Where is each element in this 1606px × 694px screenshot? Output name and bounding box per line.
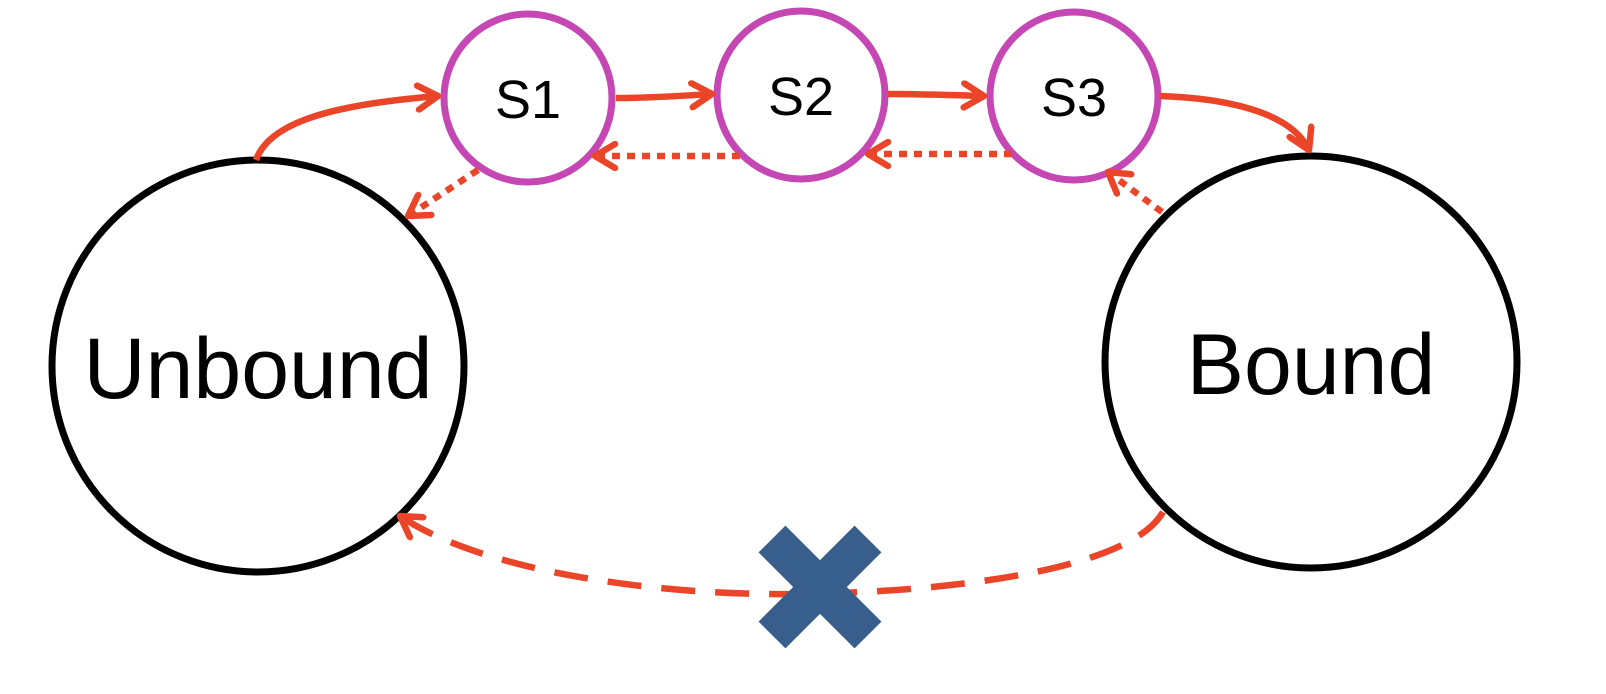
s2-node: S2 <box>713 7 889 183</box>
arrow-bound-to-s3 <box>1108 172 1164 215</box>
arrow-s1-to-unbound <box>408 167 480 216</box>
arrow-s1-to-s2 <box>615 94 712 98</box>
s3-label: S3 <box>1041 68 1107 128</box>
x-mark-icon <box>758 525 882 649</box>
s3-circle <box>986 8 1162 184</box>
arrow-s3-to-bound <box>1159 92 1309 150</box>
arrow-unbound-to-s1 <box>252 96 438 162</box>
s1-label: S1 <box>495 70 561 130</box>
arrow-s2-to-s3 <box>887 94 984 96</box>
s2-label: S2 <box>768 67 834 127</box>
bound-circle <box>1101 152 1521 572</box>
unbound-label: Unbound <box>83 321 432 417</box>
s3-node: S3 <box>986 8 1162 184</box>
unbound-node: Unbound <box>48 156 468 576</box>
bound-node: Bound <box>1101 152 1521 572</box>
s2-circle <box>713 7 889 183</box>
s1-circle <box>440 10 616 186</box>
s1-node: S1 <box>440 10 616 186</box>
bound-label: Bound <box>1187 317 1436 413</box>
